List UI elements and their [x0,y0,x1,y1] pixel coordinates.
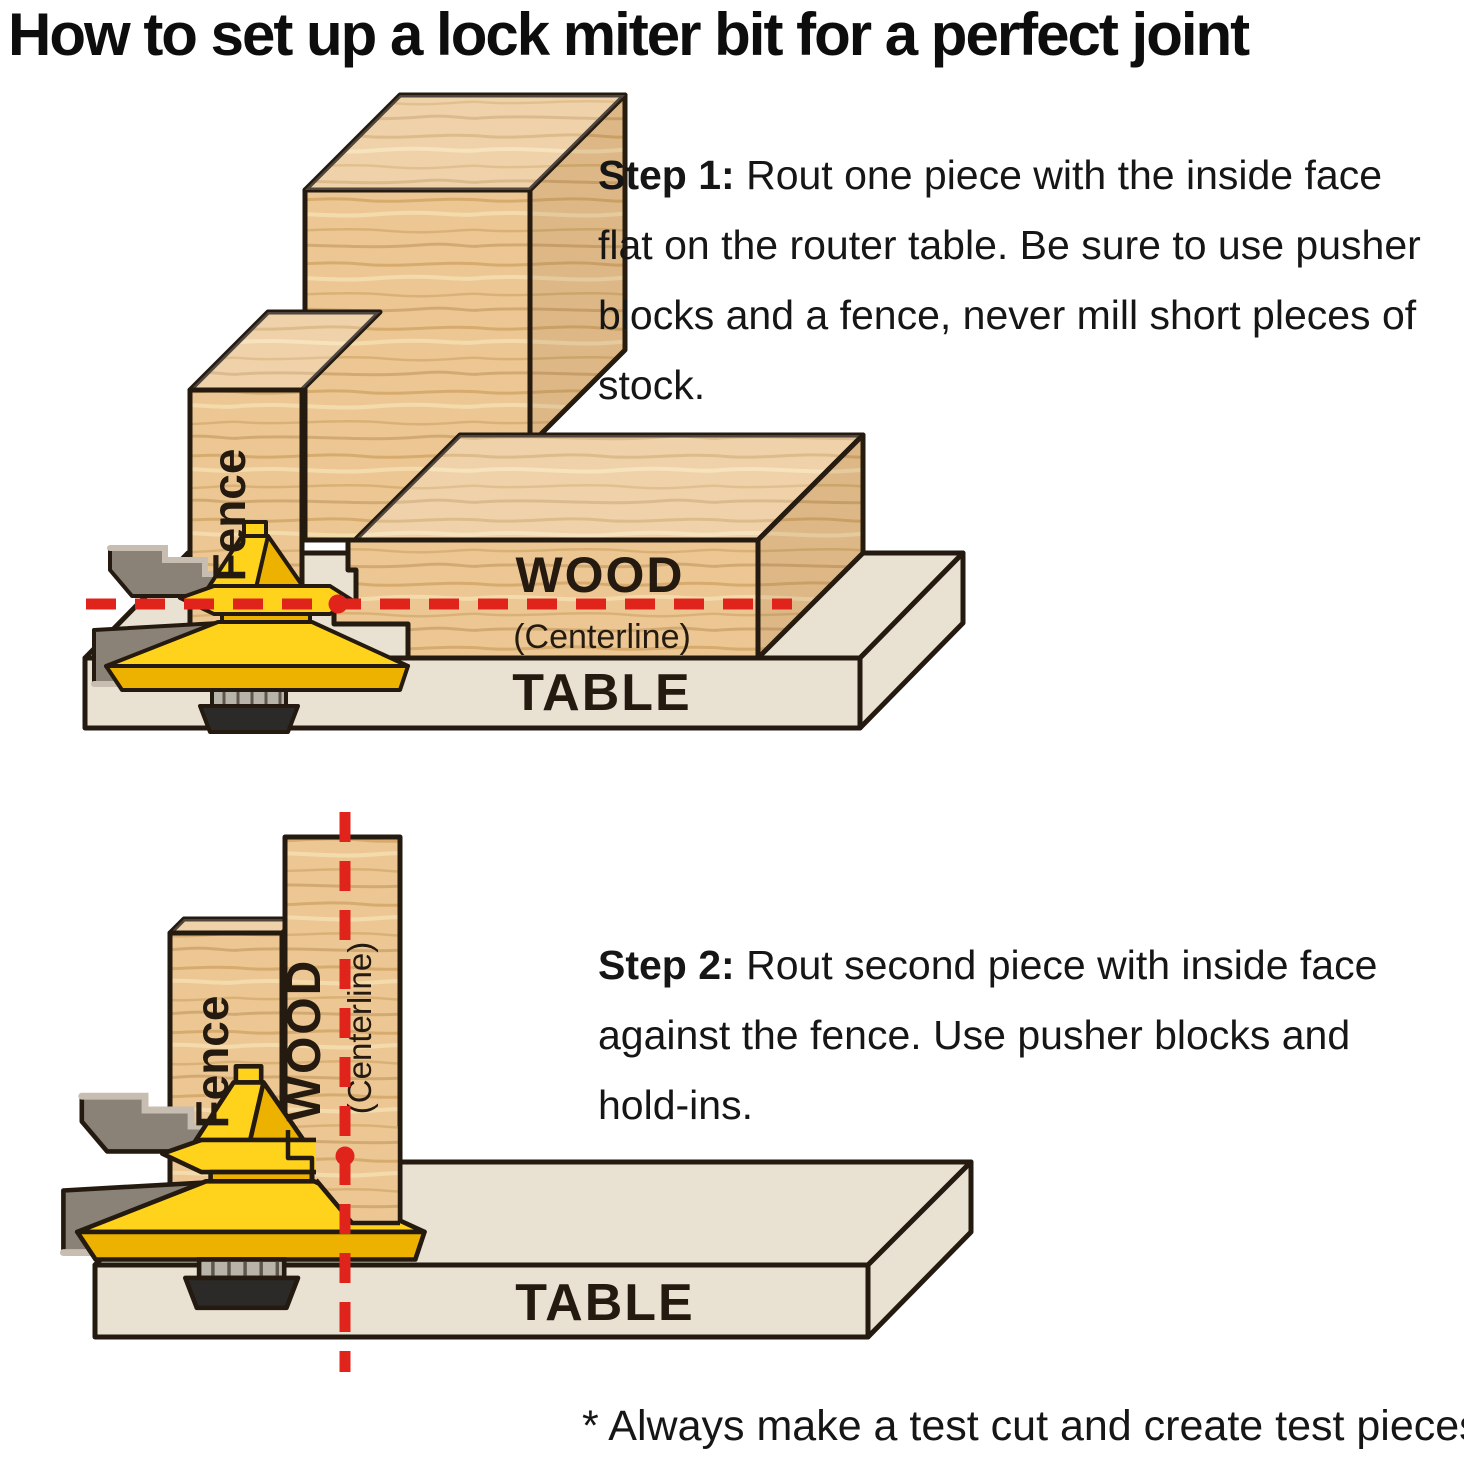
alignment-dot [335,1146,355,1166]
bit-bearing-nut [182,1275,301,1311]
fence-label: Fence [203,449,255,582]
wood-label: WOOD [278,959,331,1122]
step2-heading: Step 2: [598,942,735,988]
step1-diagram: Fence WOOD (Centerline) TABLE [82,92,966,734]
footnote: * Always make a test cut and create test… [582,1402,1464,1450]
table-label: TABLE [512,664,691,722]
step2-line1: Rout second piece with inside face [734,942,1378,988]
step2-line2: against the fence. Use pusher blocks and [598,1012,1351,1058]
step2-line3: hold-ins. [598,1082,753,1128]
step1-text: Step 1: Rout one piece with the inside f… [598,140,1464,420]
step1-line4: stock. [598,362,706,408]
centerline-label: (Centerline) [513,618,691,656]
wood-label: WOOD [515,547,684,603]
fence-label: Fence [186,996,238,1129]
standing-board [302,92,628,543]
bit-bearing-nut [198,704,300,734]
wood-board-front-patch [285,1126,403,1226]
bit-tip [233,1063,264,1085]
alignment-dot [328,594,348,614]
table-label: TABLE [515,1274,694,1332]
step1-heading: Step 1: [598,152,735,198]
step1-line1: Rout one piece with the inside face [734,152,1382,198]
step1-line2: flat on the router table. Be sure to use… [598,222,1421,268]
page-title: How to set up a lock miter bit for a per… [8,1,1250,68]
step2-diagram: Fence WOOD (Centerline) TABLE [59,812,974,1372]
step1-line3: blocks and a fence, never mill short ple… [598,292,1417,338]
step2-text: Step 2: Rout second piece with inside fa… [598,930,1464,1140]
lock-miter-bit [59,1063,427,1311]
